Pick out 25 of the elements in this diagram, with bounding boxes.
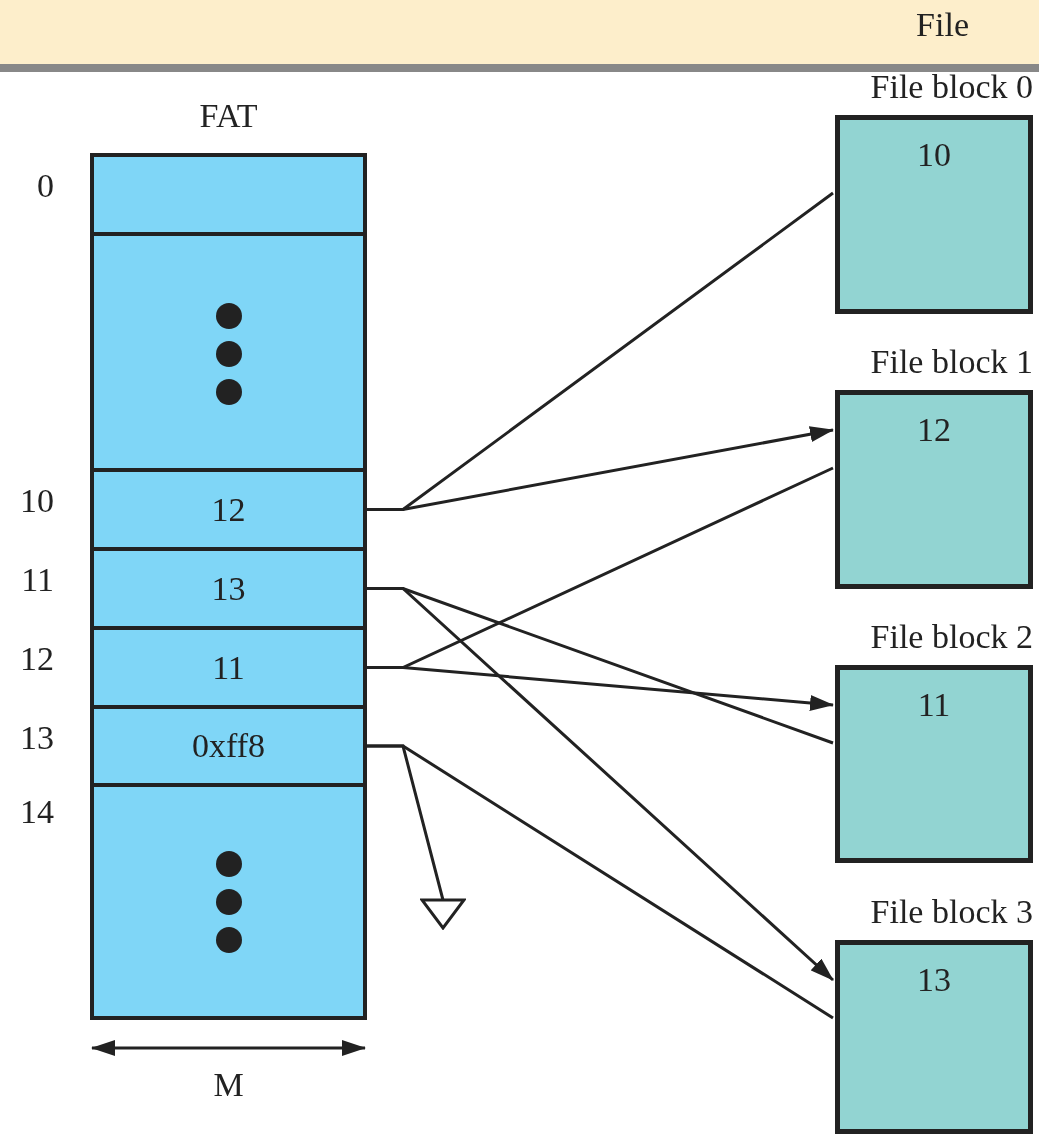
block-value: 10 — [916, 138, 952, 172]
arrow — [367, 666, 834, 711]
dimension-label: M — [212, 1068, 245, 1102]
block-heading: File block 1 — [870, 345, 1033, 379]
arrow — [367, 426, 834, 511]
entry-value: 12 — [210, 492, 247, 527]
header-text: File — [916, 8, 969, 42]
block-value: 13 — [916, 963, 952, 997]
row-index: 11 — [21, 563, 54, 597]
row-index: 10 — [20, 484, 54, 518]
ground-symbol — [420, 898, 466, 930]
row-index: 14 — [20, 795, 54, 829]
block-value: 12 — [916, 413, 952, 447]
row-index: 12 — [20, 642, 54, 676]
entry-value: 11 — [211, 650, 246, 685]
table-heading: FAT — [198, 99, 259, 133]
row-index: 0 — [37, 169, 54, 203]
header-band — [0, 0, 1039, 72]
entry-value: 13 — [210, 571, 247, 606]
block-heading: File block 3 — [870, 895, 1033, 929]
block-heading: File block 0 — [870, 70, 1033, 104]
block-value: 11 — [916, 688, 952, 722]
entry-value: 0xff8 — [191, 729, 266, 763]
block-heading: File block 2 — [870, 620, 1033, 654]
row-index: 13 — [20, 721, 54, 755]
